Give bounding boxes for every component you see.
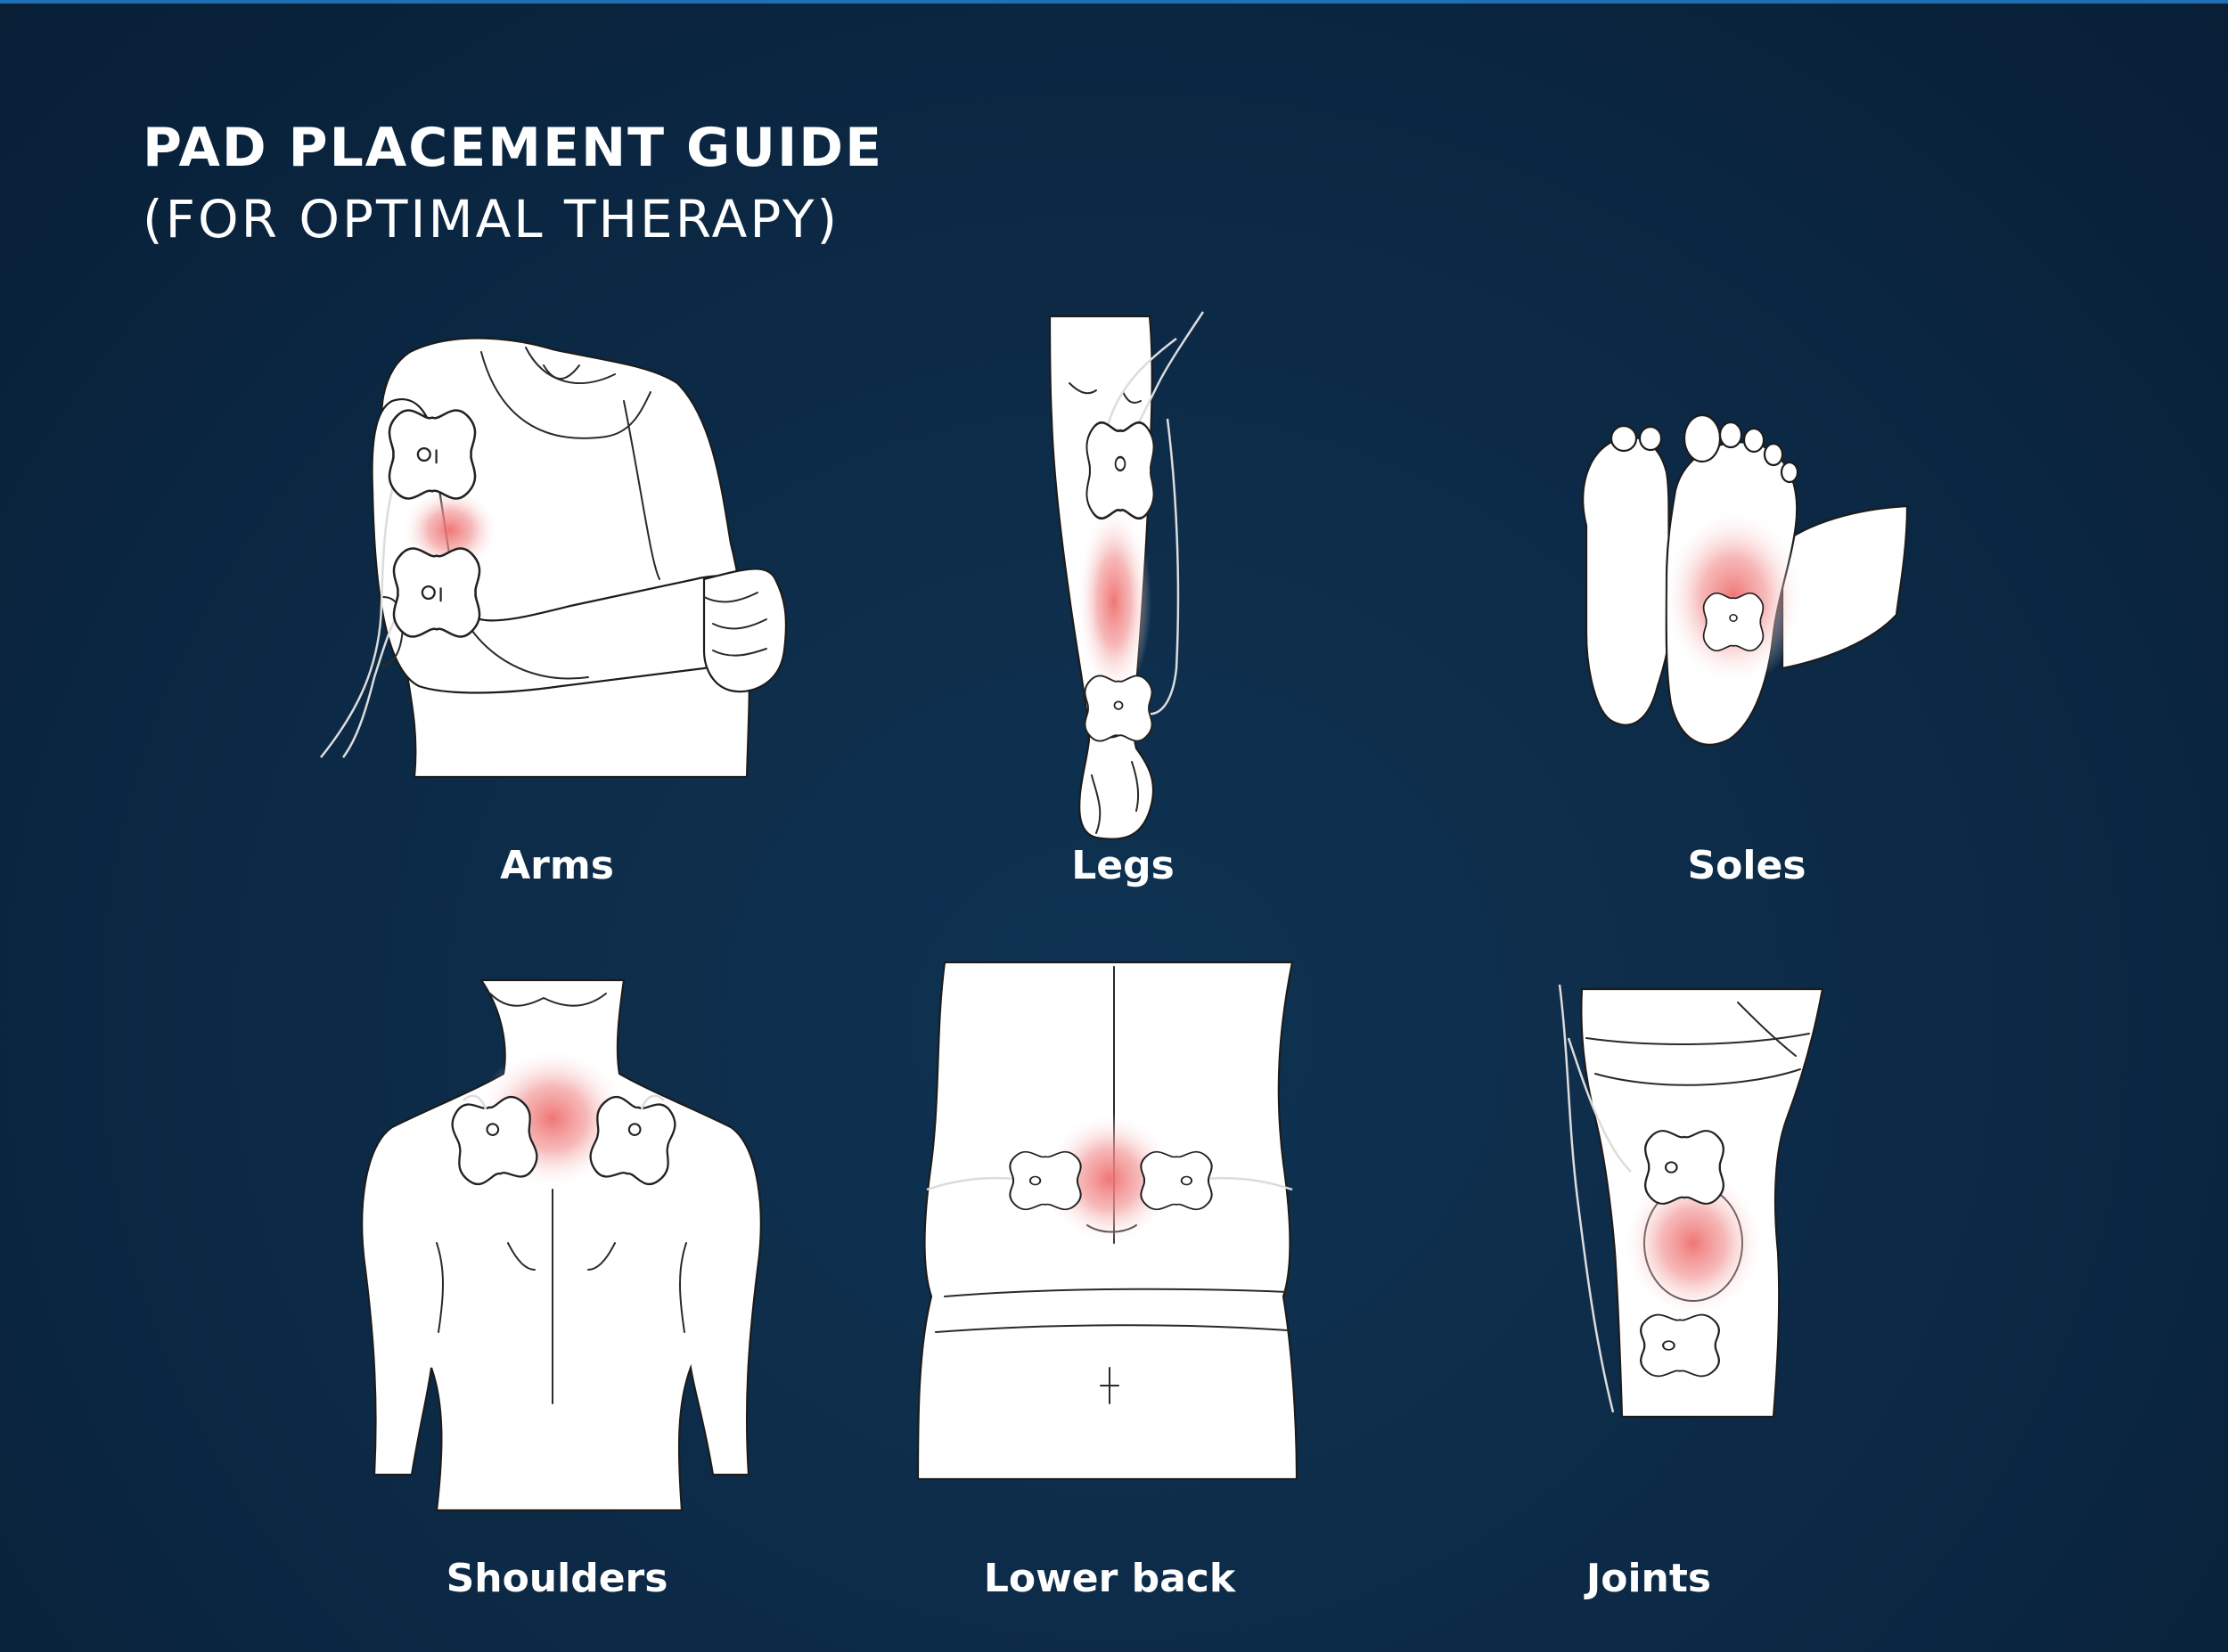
page-subtitle: (FOR OPTIMAL THERAPY) bbox=[143, 189, 840, 249]
shoulders-label: Shoulders bbox=[446, 1556, 668, 1601]
lower-back-illustration bbox=[916, 961, 1298, 1481]
joints-illustration bbox=[1558, 984, 1824, 1419]
lower-back-label: Lower back bbox=[983, 1556, 1236, 1601]
arms-placement: Arms bbox=[320, 312, 802, 886]
joints-label: Joints bbox=[1585, 1556, 1712, 1601]
joints-placement: Joints bbox=[1558, 984, 1827, 1599]
arms-label: Arms bbox=[500, 843, 614, 888]
legs-illustration bbox=[1048, 311, 1205, 840]
soles-placement: Soles bbox=[1577, 413, 1916, 886]
page-title: PAD PLACEMENT GUIDE bbox=[143, 117, 884, 179]
soles-label: Soles bbox=[1687, 843, 1806, 888]
shoulders-placement: Shoulders bbox=[339, 976, 784, 1599]
soles-illustration bbox=[1582, 413, 1909, 746]
arms-illustration bbox=[320, 337, 788, 779]
shoulders-illustration bbox=[361, 978, 762, 1512]
legs-placement: Legs bbox=[1025, 311, 1221, 886]
lower-back-placement: Lower back bbox=[916, 958, 1301, 1599]
legs-label: Legs bbox=[1071, 843, 1175, 888]
